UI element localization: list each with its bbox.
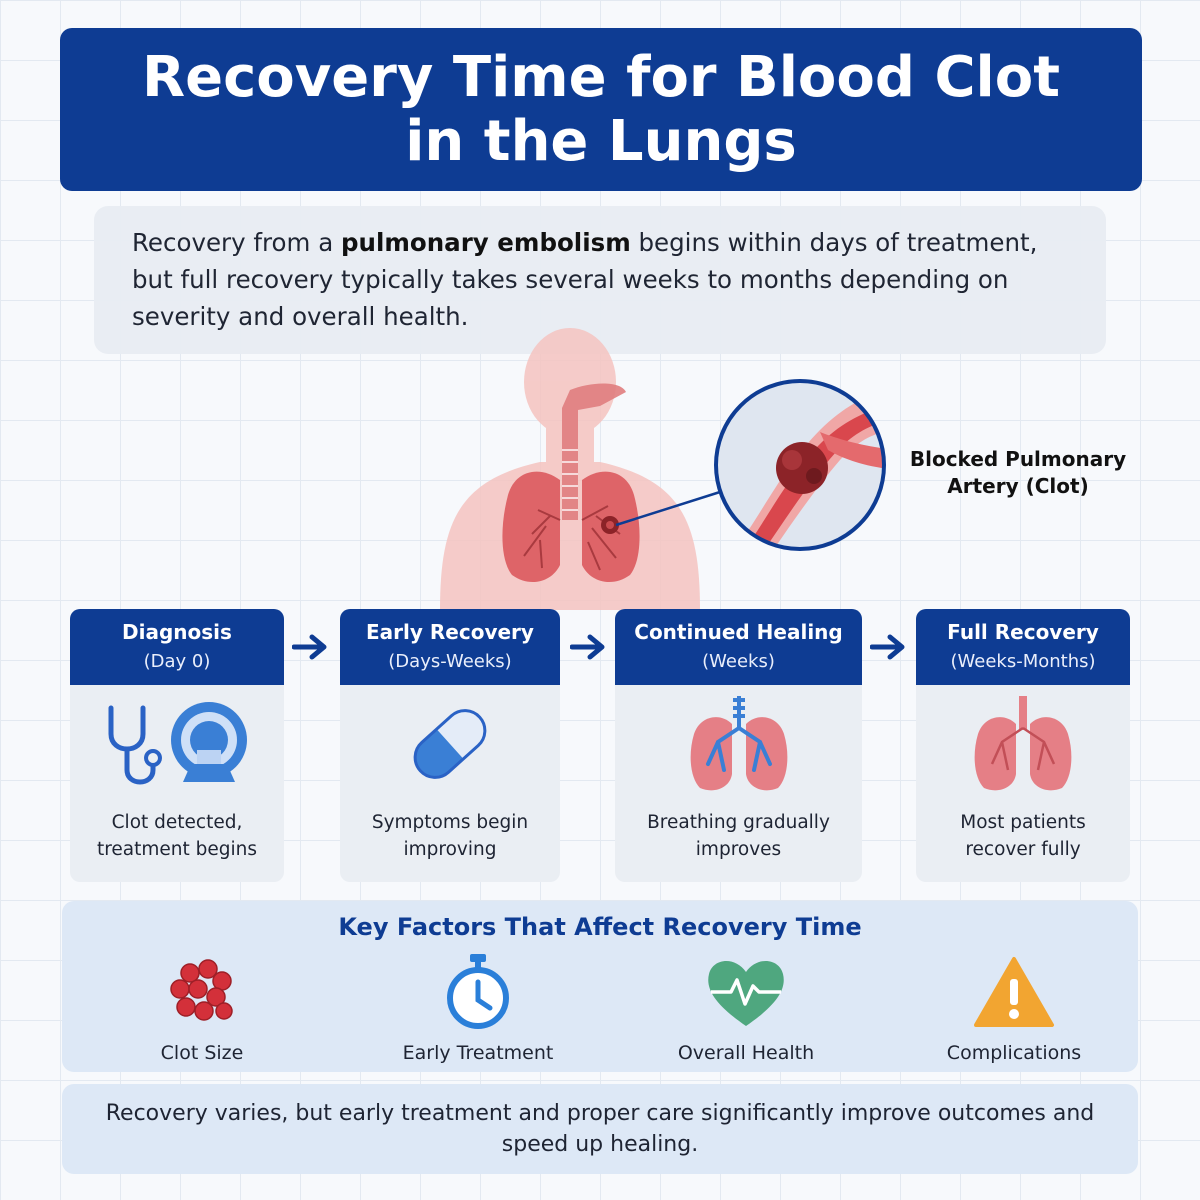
stage-title: Full Recovery [947, 620, 1099, 644]
lungs-clot-illustration [440, 328, 886, 610]
stage-header: Continued Healing (Weeks) [615, 609, 862, 685]
clot-callout-label: Blocked Pulmonary Artery (Clot) [909, 447, 1127, 498]
stage-header: Full Recovery (Weeks-Months) [916, 609, 1130, 685]
stage-title: Continued Healing [634, 620, 843, 644]
stage-period: (Days-Weeks) [388, 651, 512, 672]
stage-early-recovery: Early Recovery (Days-Weeks) Symptoms beg… [340, 609, 560, 882]
stage-description: Symptoms begin improving [371, 812, 529, 860]
magnified-clot [776, 442, 828, 494]
heart-pulse-icon [646, 949, 846, 1035]
stage-description: Breathing gradually improves [647, 812, 830, 860]
title-banner: Recovery Time for Blood Clot in the Lung… [60, 28, 1142, 191]
right-arrow-icon [570, 634, 605, 660]
warning-triangle-icon [914, 949, 1114, 1035]
stage-period: (Weeks) [702, 651, 775, 672]
factor-clot-size: Clot Size [102, 949, 302, 1065]
stage-diagnosis: Diagnosis (Day 0) Clot detected, treatme… [70, 609, 284, 882]
stage-full-recovery: Full Recovery (Weeks-Months) Most patien… [916, 609, 1130, 882]
footer-note: Recovery varies, but early treatment and… [62, 1084, 1138, 1174]
factor-early-treatment: Early Treatment [378, 949, 578, 1065]
stage-period: (Weeks-Months) [950, 651, 1096, 672]
key-factors-panel: Key Factors That Affect Recovery Time Cl… [62, 901, 1138, 1072]
stage-description: Most patients recover fully [960, 812, 1086, 860]
factor-label: Overall Health [677, 1042, 815, 1064]
left-lung [502, 471, 560, 583]
key-factors-title: Key Factors That Affect Recovery Time [338, 913, 862, 941]
factor-label: Complications [946, 1042, 1082, 1064]
factor-complications: Complications [914, 949, 1114, 1065]
lungs-with-airways-icon [615, 685, 862, 803]
medication-capsule-icon [340, 685, 560, 803]
intro-text-bold: pulmonary embolism [341, 228, 631, 257]
stage-description: Clot detected, treatment begins [96, 812, 258, 860]
stage-period: (Day 0) [143, 651, 211, 672]
right-arrow-icon [870, 634, 905, 660]
intro-text-end: begins within days of treatment, but ful… [132, 228, 1038, 331]
stage-header: Early Recovery (Days-Weeks) [340, 609, 560, 685]
stethoscope-and-ct-scanner-icon [70, 685, 284, 803]
stage-continued-healing: Continued Healing (Weeks) Breathing grad… [615, 609, 862, 882]
stage-title: Early Recovery [366, 620, 534, 644]
factor-label: Early Treatment [402, 1042, 554, 1064]
stage-header: Diagnosis (Day 0) [70, 609, 284, 685]
callout-pointer [615, 490, 721, 527]
right-arrow-icon [292, 634, 327, 660]
factor-overall-health: Overall Health [646, 949, 846, 1065]
intro-text-start: Recovery from a [132, 228, 341, 257]
factor-label: Clot Size [160, 1042, 244, 1064]
stopwatch-icon [378, 949, 578, 1035]
page-title: Recovery Time for Blood Clot in the Lung… [142, 44, 1060, 174]
blood-cells-icon [102, 949, 302, 1035]
stage-title: Diagnosis [122, 620, 232, 644]
intro-panel: Recovery from a pulmonary embolism begin… [94, 206, 1106, 354]
healthy-lungs-icon [916, 685, 1130, 803]
